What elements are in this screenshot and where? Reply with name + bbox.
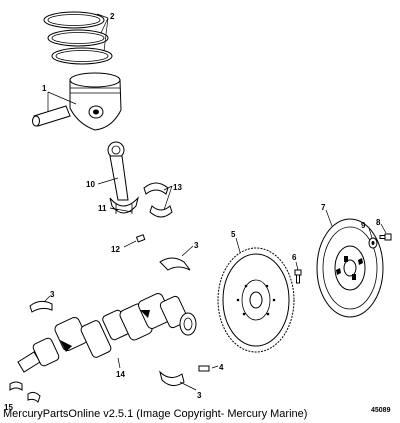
- callout-8[interactable]: 8: [376, 218, 381, 227]
- piston-pin[interactable]: [32, 105, 71, 127]
- drive-coupler[interactable]: [316, 218, 384, 318]
- callout-3-left[interactable]: 3: [50, 290, 55, 299]
- piston-rings[interactable]: [43, 11, 113, 65]
- callout-15[interactable]: 15: [4, 403, 13, 412]
- callout-3-middle[interactable]: 3: [194, 241, 199, 250]
- main-bearing-left[interactable]: [29, 300, 53, 313]
- main-bearing-bottom[interactable]: [159, 370, 185, 386]
- callout-10[interactable]: 10: [86, 180, 95, 189]
- coupler-bolt[interactable]: [379, 233, 392, 241]
- callout-2[interactable]: 2: [110, 12, 115, 21]
- callout-12[interactable]: 12: [111, 245, 120, 254]
- flywheel-bolt[interactable]: [294, 269, 302, 284]
- thrust-bearing[interactable]: [9, 381, 41, 403]
- callout-9[interactable]: 9: [361, 221, 366, 230]
- flywheel[interactable]: [217, 247, 295, 353]
- crankshaft[interactable]: [17, 292, 197, 373]
- callout-4[interactable]: 4: [219, 363, 224, 372]
- main-bearing-middle[interactable]: [159, 257, 191, 271]
- piston[interactable]: [69, 72, 122, 131]
- callout-11[interactable]: 11: [98, 204, 107, 213]
- crank-key[interactable]: [198, 365, 210, 372]
- callout-5[interactable]: 5: [231, 230, 236, 239]
- rod-bearing-lower[interactable]: [149, 205, 173, 218]
- figure-number: 45089: [371, 407, 391, 414]
- washer[interactable]: [368, 237, 378, 249]
- callout-13[interactable]: 13: [173, 183, 182, 192]
- callout-6[interactable]: 6: [292, 253, 297, 262]
- callout-14[interactable]: 14: [116, 370, 125, 379]
- callout-1[interactable]: 1: [42, 84, 47, 93]
- copyright-footer: MercuryPartsOnline v2.5.1 (Image Copyrig…: [3, 408, 308, 420]
- rod-nut[interactable]: [135, 234, 146, 243]
- connecting-rod[interactable]: [107, 141, 139, 214]
- rod-bearing-upper[interactable]: [143, 182, 169, 195]
- callout-3-bottom[interactable]: 3: [197, 391, 202, 400]
- callout-7[interactable]: 7: [321, 203, 326, 212]
